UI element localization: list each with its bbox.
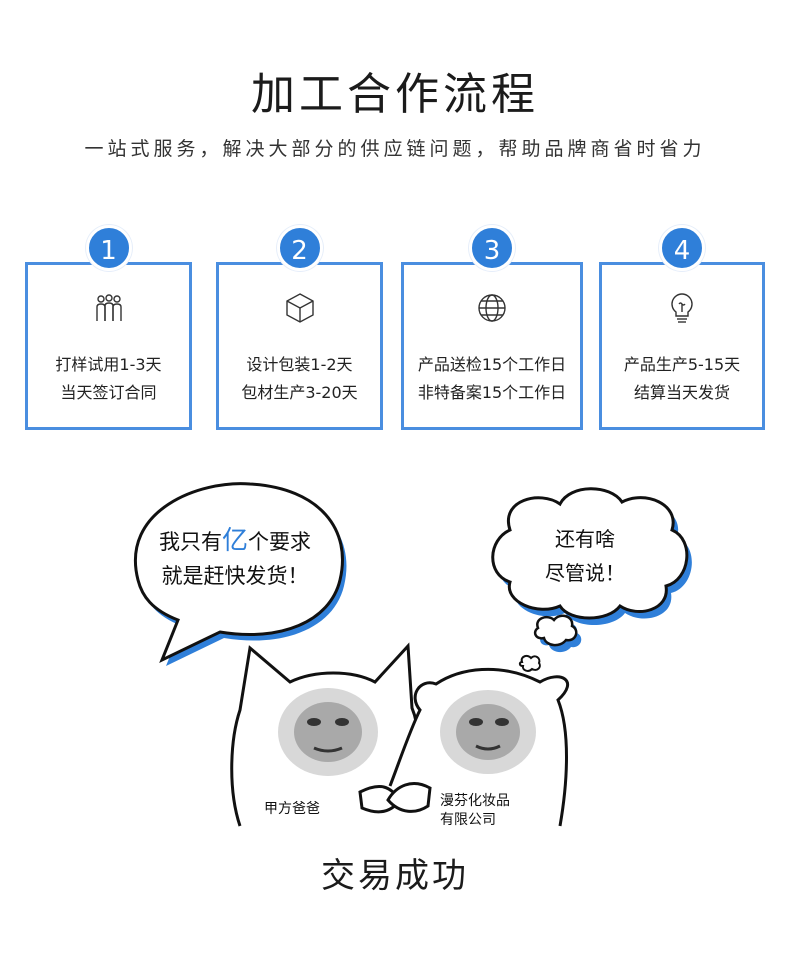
lightbulb-icon: [671, 293, 693, 323]
step-line-1: 产品生产5-15天: [623, 355, 741, 374]
step-card-4: 4 产品生产5-15天 结算当天发货: [599, 225, 765, 430]
step-card-3: 3 产品送检15个工作日 非特备案15个工作日: [401, 225, 583, 430]
handshake-illustration: 我只有亿个要求 就是赶快发货！ 还有啥 尽管说！ 甲方爸爸 漫芬化妆品 有限公司: [90, 470, 710, 850]
right-label-line-2: 有限公司: [440, 812, 496, 828]
right-label-line-1: 漫芬化妆品: [440, 793, 510, 809]
step-number-badge: 2: [276, 225, 323, 271]
bubble-accent-char: 亿: [221, 526, 248, 556]
page-subtitle: 一站式服务，解决大部分的供应链问题，帮助品牌商省时省力: [84, 138, 706, 160]
step-line-1: 设计包装1-2天: [246, 355, 353, 374]
cloud-line-1: 还有啥: [555, 527, 615, 551]
cloud-line-2: 尽管说！: [545, 561, 625, 585]
page-title: 加工合作流程: [251, 69, 539, 120]
step-number-badge: 1: [85, 225, 132, 271]
people-icon: [95, 294, 122, 321]
step-line-2: 当天签订合同: [60, 383, 157, 402]
bubble-line-2: 就是赶快发货！: [161, 564, 309, 588]
step-line-1: 打样试用1-3天: [55, 355, 162, 374]
step-line-1: 产品送检15个工作日: [417, 355, 567, 374]
left-character-label: 甲方爸爸: [264, 801, 320, 817]
step-line-2: 包材生产3-20天: [241, 383, 358, 402]
handshake-cartoon-drawing: [134, 482, 692, 827]
left-speech-bubble-text: 我只有亿个要求 就是赶快发货！: [130, 524, 340, 593]
bubble-line-pre: 我只有: [158, 530, 222, 554]
thought-cloud-text: 还有啥 尽管说！: [510, 522, 660, 590]
step-number-badge: 3: [469, 225, 515, 271]
step-number-badge: 4: [659, 225, 705, 271]
right-character-label: 漫芬化妆品 有限公司: [440, 792, 510, 830]
bubble-line-post: 个要求: [248, 530, 311, 554]
step-card-1: 1 打样试用1-3天 当天签订合同: [25, 225, 192, 430]
step-line-2: 结算当天发货: [633, 383, 730, 402]
footer-caption: 交易成功: [321, 856, 469, 896]
step-line-2: 非特备案15个工作日: [417, 383, 567, 402]
globe-icon: [478, 294, 506, 322]
box-icon: [285, 293, 314, 323]
step-card-2: 2 设计包装1-2天 包材生产3-20天: [216, 225, 383, 430]
